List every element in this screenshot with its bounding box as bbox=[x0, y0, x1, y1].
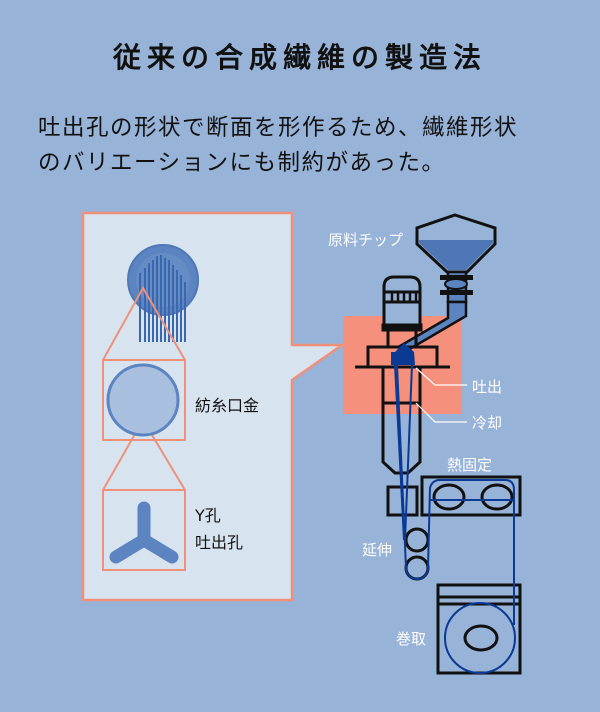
y-hole-label: Y孔 bbox=[194, 506, 221, 525]
cooling-label: 冷却 bbox=[472, 414, 502, 432]
description-line-1: 吐出孔の形状で断面を形作るため、繊維形状 bbox=[38, 115, 519, 141]
y-hole-icon bbox=[109, 501, 179, 564]
thread-path bbox=[394, 364, 516, 674]
description-line-2: のバリエーションにも制約があった。 bbox=[38, 150, 446, 176]
drawing-label: 延伸 bbox=[362, 541, 392, 559]
leader-lines bbox=[415, 367, 467, 423]
extrusion-hole-label: 吐出孔 bbox=[195, 533, 243, 552]
spinneret-label: 紡糸口金 bbox=[195, 396, 259, 415]
spinneret-icon bbox=[106, 363, 180, 437]
heat-set-label: 熱固定 bbox=[447, 456, 492, 474]
spin-head-icon bbox=[391, 343, 415, 365]
extrusion-label: 吐出 bbox=[472, 378, 502, 396]
winding-label: 巻取 bbox=[396, 630, 426, 648]
raw-chip-label: 原料チップ bbox=[328, 231, 403, 249]
fiber-bundle-icon bbox=[127, 244, 199, 342]
page-title: 従来の合成繊維の製造法 bbox=[112, 41, 487, 74]
